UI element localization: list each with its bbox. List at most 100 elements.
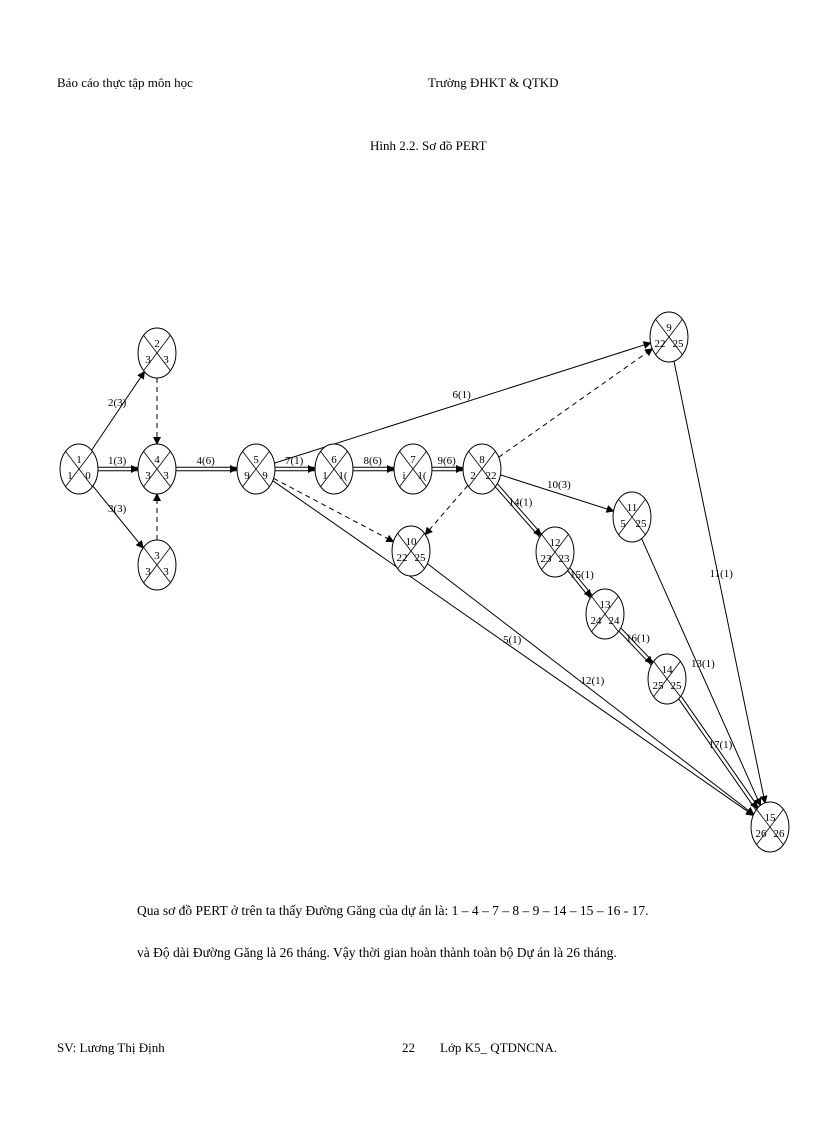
edge-label: 16(1) bbox=[626, 633, 650, 645]
header-left: Báo cáo thực tập môn học bbox=[57, 75, 193, 90]
edge-label: 9(6) bbox=[438, 455, 457, 467]
node-early-time: 3 bbox=[145, 566, 151, 578]
node-id: 5 bbox=[253, 454, 259, 466]
node-early-time: 25 bbox=[653, 680, 665, 692]
figure-caption: Hình 2.2. Sơ đồ PERT bbox=[370, 138, 487, 153]
node-7: 7i 1( bbox=[393, 443, 433, 495]
critical-path-text: Qua sơ đồ PERT ở trên ta thấy Đường Găng… bbox=[137, 903, 649, 918]
edge-10-15 bbox=[427, 563, 755, 815]
edge-label: 1(3) bbox=[108, 455, 127, 467]
node-late-time: 1( bbox=[417, 470, 427, 482]
node-early-time: i bbox=[402, 470, 405, 482]
node-id: 2 bbox=[154, 338, 160, 350]
node-early-time: 22 bbox=[655, 338, 666, 350]
node-late-time: 9 bbox=[262, 470, 268, 482]
edge-5-15 bbox=[272, 480, 755, 816]
node-late-time: 24 bbox=[609, 615, 621, 627]
edge-label: 3(3) bbox=[108, 503, 127, 515]
edge-12-13 bbox=[567, 567, 593, 599]
node-late-time: 23 bbox=[559, 553, 571, 565]
node-late-time: 25 bbox=[671, 680, 683, 692]
node-early-time: 23 bbox=[541, 553, 553, 565]
node-late-time: 22 bbox=[486, 470, 497, 482]
edge-label: 8(6) bbox=[364, 455, 383, 467]
edge-5-6 bbox=[275, 465, 316, 473]
edge-label: 10(3) bbox=[547, 479, 571, 491]
node-6: 61 1( bbox=[314, 443, 354, 495]
node-id: 14 bbox=[662, 664, 674, 676]
node-early-time: 24 bbox=[591, 615, 603, 627]
edge-5-9 bbox=[274, 341, 652, 464]
footer-student: SV: Lương Thị Định bbox=[57, 1040, 165, 1055]
node-id: 15 bbox=[765, 812, 777, 824]
node-late-time: 3 bbox=[163, 354, 169, 366]
edge-label: 13(1) bbox=[691, 658, 715, 670]
node-late-time: 25 bbox=[636, 518, 648, 530]
node-id: 3 bbox=[154, 550, 160, 562]
footer-page-number: 22 bbox=[402, 1040, 415, 1055]
edge-13-14 bbox=[618, 627, 654, 666]
node-late-time: 3 bbox=[163, 470, 169, 482]
edge-8-12 bbox=[494, 483, 543, 538]
node-id: 1 bbox=[76, 454, 82, 466]
node-15: 15 26 26 bbox=[750, 801, 790, 853]
edge-label: 7(1) bbox=[285, 455, 304, 467]
header-right: Trường ĐHKT & QTKD bbox=[428, 75, 559, 90]
edge-label: 6(1) bbox=[453, 389, 472, 401]
node-early-time: 26 bbox=[756, 828, 768, 840]
node-14: 14 25 25 bbox=[647, 653, 687, 705]
edge-11-15 bbox=[641, 538, 762, 807]
node-id: 6 bbox=[331, 454, 337, 466]
edge-7-8 bbox=[432, 465, 464, 473]
node-late-time: 25 bbox=[673, 338, 685, 350]
edge-label: 14(1) bbox=[509, 497, 533, 509]
edge-5-10 bbox=[273, 477, 395, 543]
edge-8-11 bbox=[500, 474, 615, 513]
edge-14-15 bbox=[677, 696, 760, 810]
node-late-time: 3 bbox=[163, 566, 169, 578]
node-early-time: 5 bbox=[620, 518, 626, 530]
node-id: 7 bbox=[410, 454, 416, 466]
node-id: 4 bbox=[154, 454, 160, 466]
node-early-time: 1 bbox=[322, 470, 328, 482]
node-id: 9 bbox=[666, 322, 672, 334]
edge-8-10 bbox=[424, 485, 469, 536]
edge-label: 5(1) bbox=[503, 634, 522, 646]
footer-class: Lớp K5_ QTDNCNA. bbox=[440, 1040, 558, 1055]
edge-label: 17(1) bbox=[709, 739, 733, 751]
node-id: 10 bbox=[406, 536, 418, 548]
edge-label: 2(3) bbox=[108, 397, 127, 409]
edge-4-5 bbox=[176, 465, 238, 473]
node-early-time: 1 bbox=[67, 470, 73, 482]
node-9: 922 25 bbox=[649, 311, 689, 363]
node-early-time: 22 bbox=[397, 552, 408, 564]
node-late-time: 1( bbox=[338, 470, 348, 482]
edge-1-3 bbox=[92, 485, 144, 549]
edge-label: 11(1) bbox=[710, 568, 734, 580]
node-early-time: 2 bbox=[470, 470, 476, 482]
edge-label: 4(6) bbox=[197, 455, 216, 467]
edge-1-4 bbox=[98, 465, 139, 473]
edge-1-2 bbox=[91, 370, 145, 451]
critical-path-length-text: và Độ dài Đường Găng là 26 tháng. Vậy th… bbox=[137, 945, 617, 960]
node-early-time: 3 bbox=[145, 354, 151, 366]
node-early-time: 9 bbox=[244, 470, 250, 482]
node-id: 8 bbox=[479, 454, 485, 466]
edge-6-7 bbox=[353, 465, 395, 473]
edge-8-9 bbox=[498, 348, 654, 458]
node-late-time: 26 bbox=[774, 828, 786, 840]
node-late-time: 0 bbox=[85, 470, 91, 482]
node-early-time: 3 bbox=[145, 470, 151, 482]
edge-label: 12(1) bbox=[581, 675, 605, 687]
